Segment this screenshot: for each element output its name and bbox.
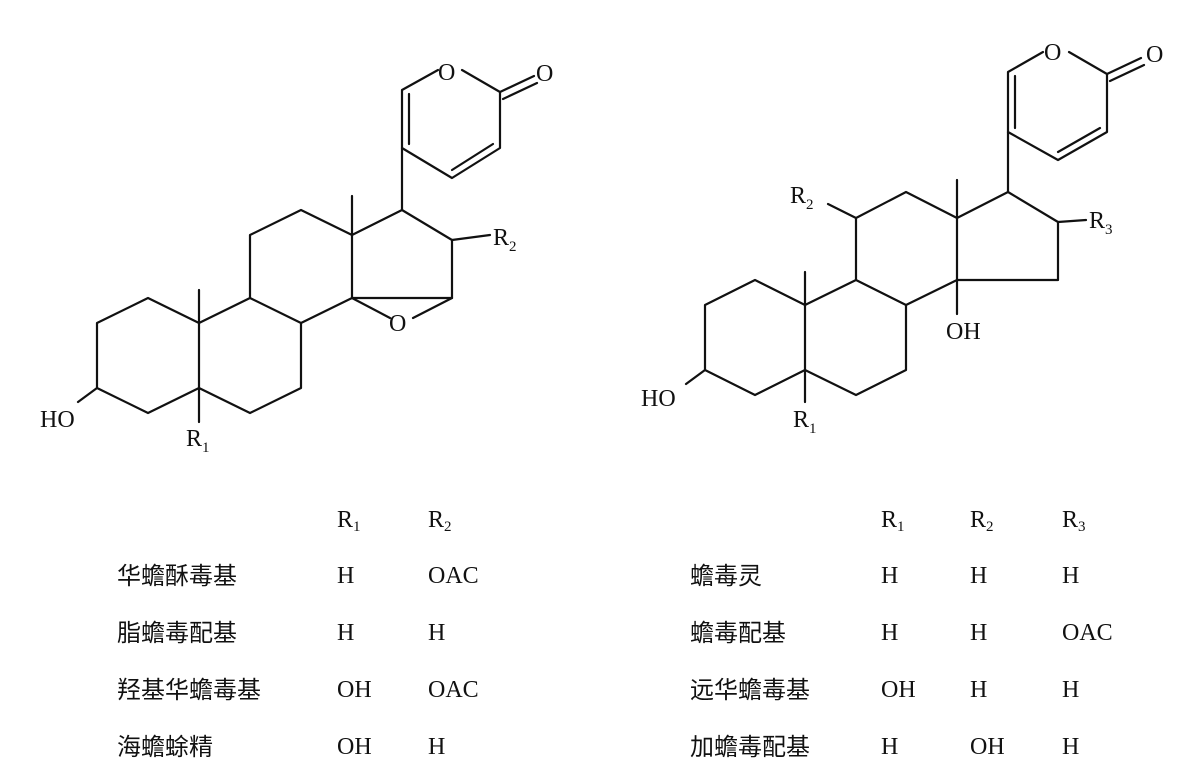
header-r3: R3 — [1062, 507, 1086, 535]
r1-value: OH — [881, 677, 916, 703]
r3-value: H — [1062, 677, 1080, 703]
header-r1: R1 — [337, 507, 361, 535]
r2-value: OH — [970, 734, 1005, 760]
r2-value: OAC — [428, 677, 479, 703]
r3-value: H — [1062, 734, 1080, 760]
compound-name: 羟基华蟾毒基 — [117, 676, 261, 704]
r1-value: H — [881, 734, 899, 760]
r1-value: H — [881, 620, 899, 646]
r1-value: H — [881, 563, 899, 589]
compound-name: 远华蟾毒基 — [690, 676, 810, 704]
r1-value: OH — [337, 734, 372, 760]
r1-value: H — [337, 620, 355, 646]
ring-oxygen: O — [1044, 40, 1061, 66]
compound-name: 加蟾毒配基 — [690, 733, 810, 761]
chemical-structures: O O O HO R1 R2 O O OH HO R1 R2 R3 — [40, 40, 1163, 456]
r1-label: R1 — [793, 407, 817, 437]
left-molecule-labels: O O O HO R1 R2 — [40, 60, 553, 456]
compound-name: 蟾毒配基 — [690, 619, 786, 647]
r2-label: R2 — [493, 225, 517, 255]
r2-value: OAC — [428, 563, 479, 589]
epoxide-oxygen: O — [389, 311, 406, 337]
r1-value: OH — [337, 677, 372, 703]
r2-value: H — [428, 620, 446, 646]
carbonyl-oxygen: O — [1146, 42, 1163, 68]
right-molecule-bonds — [684, 50, 1146, 404]
hydroxyl-14-label: OH — [946, 319, 981, 345]
r2-label: R2 — [790, 183, 814, 213]
compound-name: 海蟾蜍精 — [117, 733, 213, 761]
header-r2: R2 — [428, 507, 452, 535]
compound-name: 蟾毒灵 — [690, 562, 762, 590]
left-molecule-bonds — [76, 68, 539, 424]
r2-value: H — [970, 563, 988, 589]
compound-name: 脂蟾毒配基 — [117, 619, 237, 647]
r3-value: OAC — [1062, 620, 1113, 646]
hydroxyl-label: HO — [40, 407, 75, 433]
r3-value: H — [1062, 563, 1080, 589]
compound-name: 华蟾酥毒基 — [117, 562, 237, 590]
ring-oxygen: O — [438, 60, 455, 86]
r2-value: H — [970, 620, 988, 646]
right-molecule-labels: O O OH HO R1 R2 R3 — [641, 40, 1163, 437]
r1-value: H — [337, 563, 355, 589]
header-r2: R2 — [970, 507, 994, 535]
header-r1: R1 — [881, 507, 905, 535]
hydroxyl-3-label: HO — [641, 386, 676, 412]
r2-value: H — [428, 734, 446, 760]
carbonyl-oxygen: O — [536, 61, 553, 87]
r2-value: H — [970, 677, 988, 703]
r1-label: R1 — [186, 426, 210, 456]
r3-label: R3 — [1089, 208, 1113, 238]
